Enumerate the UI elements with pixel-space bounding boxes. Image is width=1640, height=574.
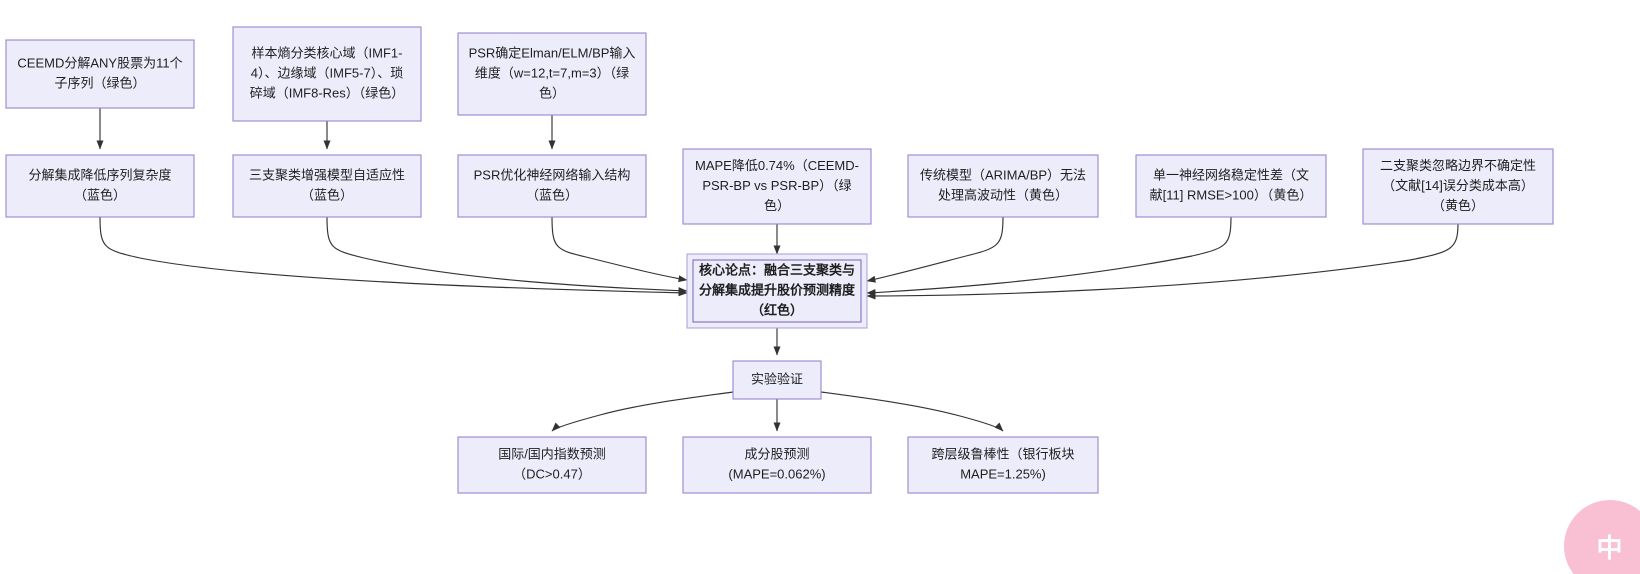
node-box	[907, 436, 1099, 494]
node-box	[232, 26, 422, 122]
node-label-line: （黄色）	[1432, 198, 1484, 213]
flow-edge	[820, 391, 1004, 432]
node-label-line: (MAPE=0.062%)	[728, 466, 825, 481]
flow-edge	[326, 216, 688, 295]
node-label-line: 子序列（绿色）	[54, 75, 145, 90]
node-box	[907, 154, 1099, 218]
node-label-line: 单一神经网络稳定性差（文	[1153, 167, 1309, 182]
flow-edge	[551, 216, 688, 283]
node-label-line: CEEMD分解ANY股票为11个	[17, 55, 182, 70]
flow-node[interactable]: 实验验证	[732, 360, 822, 400]
node-label-line: 4）、边缘域（IMF5-7）、琐	[251, 65, 403, 80]
edge-layer	[96, 108, 1459, 432]
flow-node[interactable]: 分解集成降低序列复杂度 （蓝色）	[5, 154, 195, 218]
node-label-line: PSR确定Elman/ELM/BP输入	[469, 45, 636, 60]
flow-edge	[99, 216, 688, 297]
node-box	[5, 39, 195, 109]
flow-node[interactable]: MAPE降低0.74%（CEEMD- PSR-BP vs PSR-BP）（绿色）	[682, 148, 872, 225]
flow-node[interactable]: 二支聚类忽略边界不确定性 （文献[14]误分类成本高） （黄色）	[1362, 148, 1554, 225]
flow-node[interactable]: 国际/国内指数预测 （DC>0.47）	[457, 436, 647, 494]
node-box	[457, 32, 647, 116]
flow-node[interactable]: 成分股预测 (MAPE=0.062%)	[682, 436, 872, 494]
node-box	[5, 154, 195, 218]
node-label-line: 核心论点：融合三支聚类与	[699, 262, 855, 277]
node-label-line: PSR-BP vs PSR-BP）（绿	[702, 178, 851, 193]
node-label-line: （蓝色）	[74, 187, 126, 202]
node-label-line: 色）	[539, 85, 565, 100]
node-label-line: （文献[14]误分类成本高）	[1382, 178, 1534, 193]
node-box	[232, 154, 422, 218]
node-label-line: （蓝色）	[526, 187, 578, 202]
flow-edge	[866, 216, 1232, 297]
flow-node[interactable]: 跨层级鲁棒性（银行板块 MAPE=1.25%)	[907, 436, 1099, 494]
node-label-line: 三支聚类增强模型自适应性	[249, 167, 405, 182]
node-box	[457, 154, 647, 218]
node-box	[682, 436, 872, 494]
node-box	[732, 360, 822, 400]
node-label-line: PSR优化神经网络输入结构	[474, 167, 631, 182]
node-label-line: （蓝色）	[301, 187, 353, 202]
node-label-line: MAPE降低0.74%（CEEMD-	[695, 158, 859, 173]
flow-node[interactable]: 单一神经网络稳定性差（文献[11] RMSE>100）（黄色）	[1135, 154, 1327, 218]
node-label-line: 处理高波动性（黄色）	[938, 187, 1068, 202]
node-label-line: 国际/国内指数预测	[498, 446, 606, 461]
flow-edge	[866, 223, 1459, 300]
node-label-line: 传统模型（ARIMA/BP）无法	[920, 167, 1086, 182]
node-label-line: 跨层级鲁棒性（银行板块	[931, 446, 1074, 461]
node-label-line: 色）	[764, 198, 790, 213]
node-label-line: 维度（w=12,t=7,m=3）（绿	[475, 65, 629, 80]
node-label-line: 碎域（IMF8-Res）（绿色）	[250, 85, 405, 100]
node-label-line: 分解集成提升股价预测精度	[699, 282, 856, 297]
node-label-line: 样本熵分类核心域（IMF1-	[252, 45, 403, 60]
node-label-line: （红色）	[751, 302, 803, 317]
node-label-line: MAPE=1.25%)	[960, 466, 1046, 481]
node-label-line: （DC>0.47）	[513, 466, 591, 481]
node-label-line: 成分股预测	[744, 446, 809, 461]
node-box	[457, 436, 647, 494]
node-label-line: 二支聚类忽略边界不确定性	[1380, 158, 1536, 173]
flow-edge	[866, 216, 1004, 283]
flow-node[interactable]: PSR优化神经网络输入结构 （蓝色）	[457, 154, 647, 218]
flow-node[interactable]: 样本熵分类核心域（IMF1- 4）、边缘域（IMF5-7）、琐碎域（IMF8-Re…	[232, 26, 422, 122]
node-label-line: 分解集成降低序列复杂度	[28, 167, 171, 182]
node-box	[682, 148, 872, 225]
flow-edge	[551, 391, 734, 432]
node-label-line: 献[11] RMSE>100）（黄色）	[1150, 187, 1313, 202]
node-box	[1135, 154, 1327, 218]
node-box	[1362, 148, 1554, 225]
node-box	[692, 259, 862, 323]
node-label-line: 实验验证	[751, 371, 803, 386]
flow-node[interactable]: 三支聚类增强模型自适应性 （蓝色）	[232, 154, 422, 218]
